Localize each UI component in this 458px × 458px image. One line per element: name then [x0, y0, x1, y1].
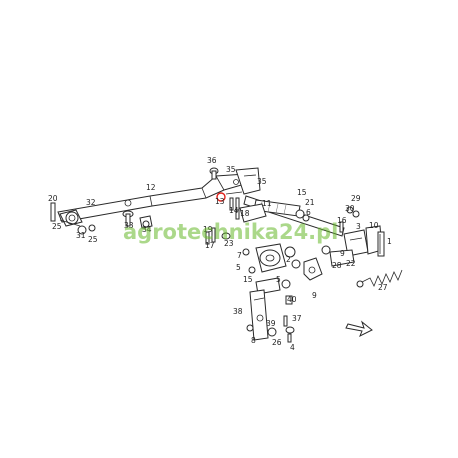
- part-label-36: 36: [207, 156, 217, 165]
- part-label-1: 1: [387, 237, 392, 246]
- part-label-9: 9: [340, 249, 345, 258]
- part-label-34: 34: [142, 225, 152, 234]
- top-fittings: [209, 167, 243, 211]
- part-label-27: 27: [378, 283, 388, 292]
- part-label-26: 26: [272, 338, 282, 347]
- part-label-20: 20: [48, 194, 58, 203]
- part-label-18: 18: [240, 209, 250, 218]
- part-label-5: 5: [276, 275, 281, 284]
- main-shaft: [239, 195, 345, 237]
- part-label-3: 3: [356, 222, 361, 231]
- part-label-31: 31: [76, 231, 86, 240]
- lever-arm: [57, 167, 261, 223]
- part-label-28: 28: [332, 261, 342, 270]
- part-label-10: 10: [369, 221, 379, 230]
- part-label-35: 35: [257, 177, 267, 186]
- part-label-15: 15: [297, 188, 307, 197]
- right-assembly: [339, 206, 385, 257]
- part-label-19: 19: [203, 225, 213, 234]
- part-label-39: 39: [266, 319, 276, 328]
- watermark: agrotechnika24.pl: [123, 220, 338, 244]
- part-label-23: 23: [224, 239, 234, 248]
- part-label-9: 9: [312, 291, 317, 300]
- part-label-35: 35: [226, 165, 236, 174]
- part-label-7: 7: [237, 251, 242, 260]
- part-label-30: 30: [345, 204, 355, 213]
- part-label-16: 16: [337, 216, 347, 225]
- part-label-8: 8: [251, 336, 256, 345]
- part-label-17: 17: [205, 241, 215, 250]
- part-label-4: 4: [290, 343, 295, 352]
- part-label-25: 25: [88, 235, 98, 244]
- part-number-labels: 36 35 12 35 32 20 25 31 25 33 34 13 14 1…: [48, 156, 392, 352]
- part-label-38: 38: [233, 307, 243, 316]
- part-label-40: 40: [287, 295, 297, 304]
- direction-arrow: [345, 320, 373, 338]
- spring-27: [356, 269, 403, 288]
- part-label-14: 14: [229, 206, 239, 215]
- part-label-22: 22: [346, 259, 356, 268]
- part-label-5: 5: [236, 263, 241, 272]
- part-label-15: 15: [243, 275, 253, 284]
- part-label-13: 13: [215, 197, 225, 206]
- part-label-12: 12: [146, 183, 156, 192]
- small-pins: [205, 209, 240, 245]
- part-label-25: 25: [52, 222, 62, 231]
- clutch-parts: [242, 243, 355, 281]
- part-label-21: 21: [305, 198, 315, 207]
- part-label-33: 33: [124, 221, 134, 230]
- part-label-2: 2: [286, 255, 291, 264]
- part-label-11: 11: [262, 199, 272, 208]
- left-end-fittings: [50, 202, 96, 235]
- vertical-link: [249, 277, 293, 341]
- part-label-6: 6: [306, 208, 311, 217]
- part-label-32: 32: [86, 198, 96, 207]
- bolt-33: [122, 210, 153, 229]
- part-label-37: 37: [292, 314, 302, 323]
- lower-parts: [246, 315, 295, 343]
- part-label-29: 29: [351, 194, 361, 203]
